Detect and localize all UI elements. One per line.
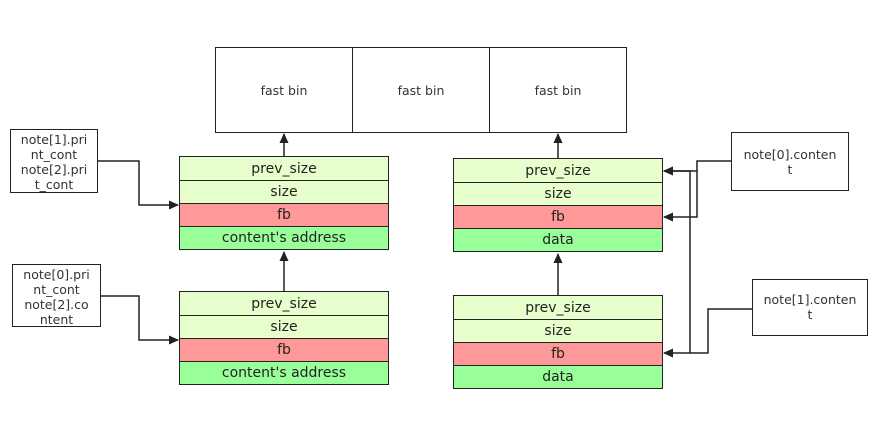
chunk-fb-field: fb (180, 338, 388, 361)
chunk-content-field: content's address (180, 361, 388, 384)
chunk-prev-size-field: prev_size (454, 296, 662, 319)
note-line: t_cont (34, 177, 74, 192)
chunk-bottom-left: prev_size size fb content's address (179, 291, 389, 385)
fast-bin-slot: fast bin (260, 82, 308, 98)
fast-bin-slot: fast bin (352, 48, 489, 132)
chunk-size-field: size (180, 180, 388, 203)
chunk-fb-field: fb (180, 203, 388, 226)
note-line: nt_cont (30, 147, 78, 162)
note-line: note[1].conten (763, 292, 857, 307)
chunk-data-field: data (454, 365, 662, 388)
chunk-data-field: data (454, 228, 662, 251)
fast-bin-slot: fast bin (489, 48, 626, 132)
chunk-prev-size-field: prev_size (180, 157, 388, 180)
arrow-note-top-right-fb (663, 160, 731, 222)
chunk-top-left: prev_size size fb content's address (179, 156, 389, 250)
chunk-size-field: size (454, 319, 662, 342)
note-line: ntent (39, 312, 74, 327)
chunk-prev-size-field: prev_size (180, 292, 388, 315)
note-line: note[2].pri (20, 162, 88, 177)
chunk-size-field: size (180, 315, 388, 338)
arrow-note-bottom-right (663, 308, 752, 358)
note-label-top-right: note[0].conten t (731, 132, 849, 191)
note-label-bottom-right: note[1].conten t (752, 279, 868, 336)
chunk-fb-field: fb (454, 205, 662, 228)
arrow-note-bottom-left (101, 295, 179, 345)
chunk-prev-size-field: prev_size (454, 159, 662, 182)
chunk-bottom-right: prev_size size fb data (453, 295, 663, 389)
note-line: t (807, 307, 813, 322)
arrow-bottom-fb-to-top-chunk (663, 166, 691, 353)
chunk-content-field: content's address (180, 226, 388, 249)
note-line: note[0].conten (743, 147, 837, 162)
note-line: note[2].co (24, 297, 89, 312)
arrow-note-top-left (98, 160, 179, 210)
note-label-bottom-left: note[0].pri nt_cont note[2].co ntent (12, 264, 101, 327)
fast-bin-array: fast bin fast bin fast bin (215, 47, 627, 133)
chunk-fb-field: fb (454, 342, 662, 365)
note-line: nt_cont (33, 282, 80, 297)
note-label-top-left: note[1].pri nt_cont note[2].pri t_cont (10, 129, 98, 193)
chunk-top-right: prev_size size fb data (453, 158, 663, 252)
note-line: note[1].pri (20, 132, 88, 147)
note-line: t (787, 162, 793, 177)
chunk-size-field: size (454, 182, 662, 205)
note-line: note[0].pri (23, 267, 90, 282)
